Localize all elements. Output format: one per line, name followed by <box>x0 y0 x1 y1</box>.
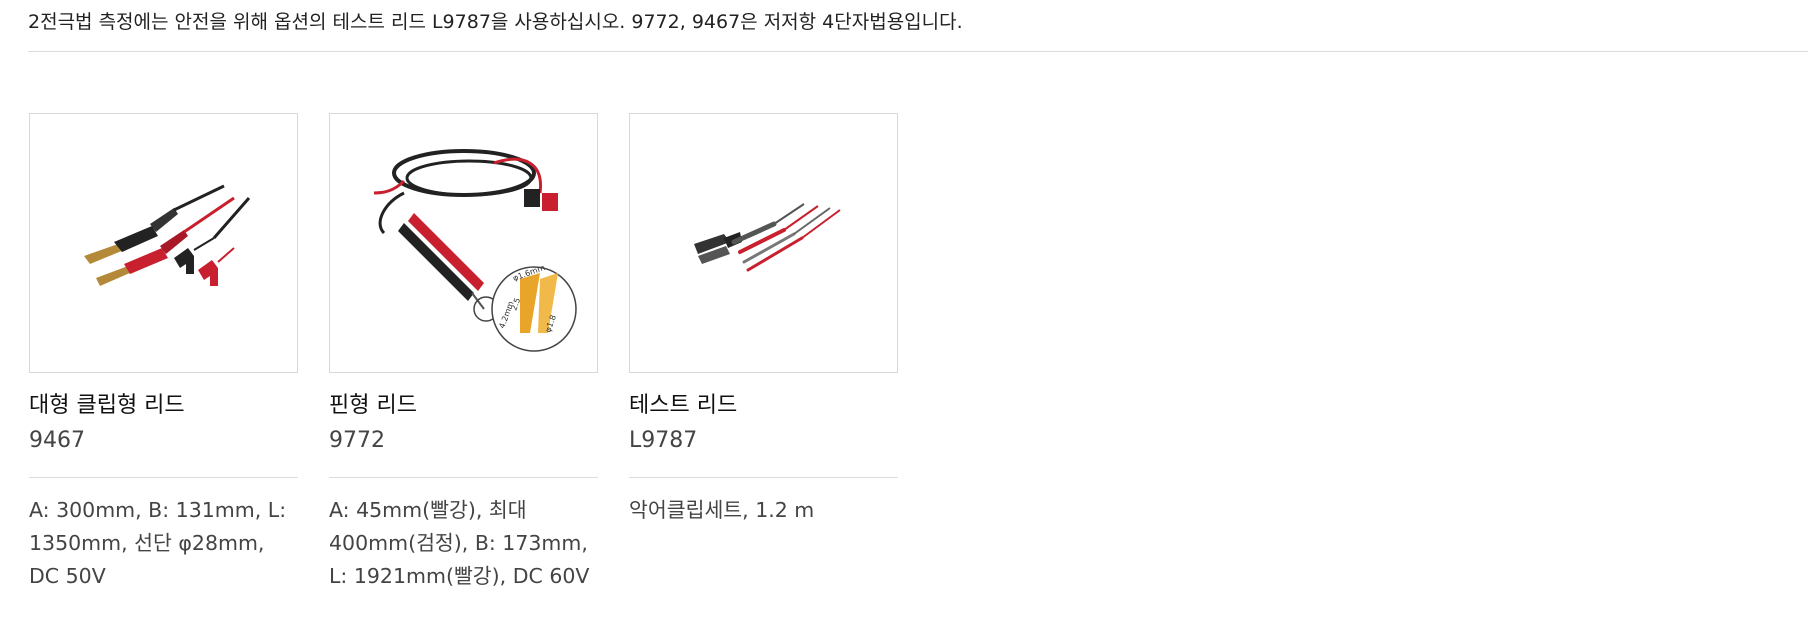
product-name[interactable]: 테스트 리드 <box>629 393 738 418</box>
black-clip-shape <box>83 208 178 264</box>
card-divider <box>629 477 898 478</box>
product-name[interactable]: 핀형 리드 <box>329 393 417 418</box>
product-name[interactable]: 대형 클립형 리드 <box>29 393 185 418</box>
pin-dim-label: 2.5 <box>509 297 522 312</box>
card-divider <box>329 477 598 478</box>
product-card-L9787[interactable]: 테스트 리드 L9787 악어클립세트, 1.2 m <box>629 113 898 593</box>
product-spec: A: 45mm(빨강), 최대 400mm(검정), B: 173mm, L: … <box>329 498 590 588</box>
product-model: L9787 <box>629 428 698 453</box>
card-divider <box>29 477 298 478</box>
product-model: 9772 <box>329 428 385 453</box>
product-model: 9467 <box>29 428 85 453</box>
red-clip-shape <box>95 230 188 286</box>
product-image-9772[interactable]: φ1.6mm 2.5 4.2mm φ1.8 <box>329 113 598 373</box>
product-card-9772[interactable]: φ1.6mm 2.5 4.2mm φ1.8 핀형 리드 9772 A: 45mm… <box>329 113 598 593</box>
test-lead-set-icon <box>693 203 841 272</box>
product-spec: A: 300mm, B: 131mm, L: 1350mm, 선단 φ28mm,… <box>29 498 287 588</box>
product-image-9467[interactable] <box>29 113 298 373</box>
top-divider <box>28 51 1808 52</box>
product-spec: 악어클립세트, 1.2 m <box>629 498 815 522</box>
product-image-L9787[interactable] <box>629 113 898 373</box>
product-list: 대형 클립형 리드 9467 A: 300mm, B: 131mm, L: 13… <box>29 113 898 593</box>
product-card-9467[interactable]: 대형 클립형 리드 9467 A: 300mm, B: 131mm, L: 13… <box>29 113 298 593</box>
notice-text: 2전극법 측정에는 안전을 위해 옵션의 테스트 리드 L9787을 사용하십시… <box>28 11 963 33</box>
pin-lead-icon: φ1.6mm 2.5 4.2mm φ1.8 <box>373 149 577 352</box>
large-clip-lead-icon <box>83 184 250 286</box>
